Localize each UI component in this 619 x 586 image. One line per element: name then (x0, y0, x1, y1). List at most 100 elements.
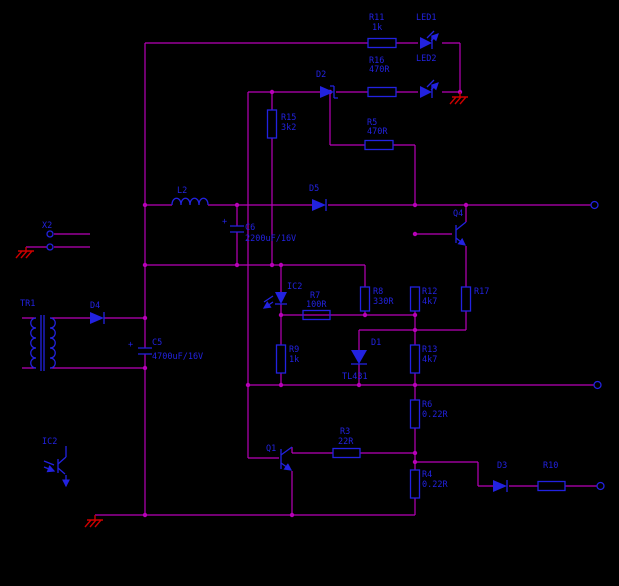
junction-dot (412, 459, 418, 465)
resistor-R9[interactable]: R9 1k (275, 344, 300, 374)
junction-dot (412, 312, 418, 318)
resistor-body[interactable] (275, 344, 287, 374)
secondary-coil[interactable] (49, 317, 56, 369)
resistor-body[interactable] (367, 86, 397, 98)
resistor-R7[interactable]: R7 100R (302, 291, 331, 321)
component-ref: R10 (543, 461, 558, 471)
resistor-R13[interactable]: R13 4k7 (409, 344, 438, 374)
primary-coil[interactable] (30, 317, 37, 369)
junction-dot (412, 231, 418, 237)
resistor-R10[interactable]: R10 (537, 461, 566, 492)
resistor-R17[interactable]: R17 (460, 286, 490, 312)
junction-dot (142, 315, 148, 321)
junction-dot (412, 450, 418, 456)
component-value: 100R (306, 300, 327, 310)
diode-D5[interactable]: D5 (309, 184, 327, 211)
resistor-R8[interactable]: R8 330R (359, 286, 395, 312)
junction-dot (269, 89, 275, 95)
junction-dot (356, 382, 362, 388)
resistor-body[interactable] (409, 286, 421, 312)
resistor-R5[interactable]: R5 470R (364, 118, 394, 151)
inductor-L2[interactable]: L2 (171, 186, 209, 206)
junction-dot (234, 202, 240, 208)
optocoupler-transistor-IC2[interactable]: IC2 (42, 437, 66, 486)
resistor-R11[interactable]: R11 1k (367, 13, 397, 49)
component-value: 3k2 (281, 123, 296, 133)
led-LED1[interactable]: LED1 (416, 13, 438, 49)
ground-icon[interactable] (84, 515, 103, 528)
junction-dot (463, 202, 469, 208)
capacitor-C5[interactable]: + C5 4700uF/16V (128, 338, 203, 362)
resistor-R3[interactable]: R3 22R (332, 427, 361, 459)
resistor-R12[interactable]: R12 4k7 (409, 286, 438, 312)
output-pin[interactable] (593, 380, 602, 390)
resistor-body[interactable] (537, 480, 566, 492)
diode-triangle[interactable] (493, 480, 507, 492)
capacitor-plates[interactable] (138, 347, 152, 355)
resistor-R16[interactable]: R16 470R (367, 56, 397, 98)
connector-pin[interactable] (46, 243, 54, 251)
component-ref: D3 (497, 461, 507, 471)
component-value: 470R (367, 127, 388, 137)
led-LED2[interactable]: LED2 (416, 54, 438, 98)
transformer-core (40, 315, 45, 371)
capacitor-C6[interactable]: + C6 2200uF/16V (222, 217, 296, 244)
diode-D3[interactable]: D3 (493, 461, 508, 492)
resistor-body[interactable] (409, 399, 421, 429)
transistor-Q1[interactable]: Q1 (266, 444, 293, 471)
component-ref: C6 (245, 223, 255, 233)
resistor-R4[interactable]: R4 0.22R (409, 469, 449, 499)
zener-diode-D2[interactable]: D2 (316, 70, 338, 99)
resistor-body[interactable] (364, 139, 394, 151)
transformer-TR1[interactable]: TR1 (20, 299, 56, 371)
shunt-regulator-D1[interactable]: D1 TL431 (342, 338, 381, 382)
resistor-body[interactable] (266, 109, 278, 139)
junction-dot (412, 382, 418, 388)
wire-net[interactable] (22, 42, 597, 516)
resistor-body[interactable] (302, 309, 331, 321)
optocoupler-led-IC2[interactable]: IC2 (264, 282, 302, 308)
junction-dot (289, 512, 295, 518)
resistor-body[interactable] (332, 447, 361, 459)
resistor-body[interactable] (359, 286, 371, 312)
output-pin[interactable] (590, 200, 599, 210)
wire-segment[interactable] (144, 42, 461, 515)
wire-segment[interactable] (22, 233, 145, 369)
component-value: 4k7 (422, 355, 437, 365)
junction-dot (278, 382, 284, 388)
resistor-R6[interactable]: R6 0.22R (409, 399, 449, 429)
resistor-body[interactable] (409, 344, 421, 374)
component-value: 330R (373, 297, 394, 307)
collector-lead (280, 446, 293, 456)
junction-dot (142, 512, 148, 518)
ground-icon[interactable] (449, 92, 468, 105)
resistor-body[interactable] (460, 286, 472, 312)
wire-segment[interactable] (95, 92, 597, 516)
diode-triangle[interactable] (90, 312, 104, 324)
diode-triangle[interactable] (420, 37, 432, 49)
capacitor-plates[interactable] (230, 225, 244, 233)
resistor-body[interactable] (367, 37, 397, 49)
polarity-mark: + (222, 217, 227, 227)
connector-pin[interactable] (46, 230, 54, 238)
wire-segment[interactable] (145, 204, 591, 385)
component-ref: IC2 (287, 282, 302, 292)
diode-triangle[interactable] (420, 86, 432, 98)
output-pin[interactable] (596, 481, 605, 491)
component-ref: R7 (310, 291, 320, 301)
opto-light-arrows-icon (43, 460, 54, 471)
transistor-Q4[interactable]: Q4 (453, 209, 467, 246)
component-ref: R4 (422, 470, 432, 480)
connector-X2[interactable]: X2 (42, 221, 54, 251)
inductor-coil[interactable] (171, 197, 209, 206)
diode-triangle[interactable] (275, 292, 287, 304)
resistor-R15[interactable]: R15 3k2 (266, 109, 297, 139)
regulator-triangle[interactable] (351, 350, 367, 364)
ground-icon[interactable] (15, 247, 34, 259)
diode-D4[interactable]: D4 (90, 301, 105, 324)
component-value: 22R (338, 437, 354, 447)
resistor-body[interactable] (409, 469, 421, 499)
diode-triangle[interactable] (312, 199, 326, 211)
output-pins[interactable] (590, 200, 605, 491)
diode-triangle[interactable] (320, 86, 334, 98)
